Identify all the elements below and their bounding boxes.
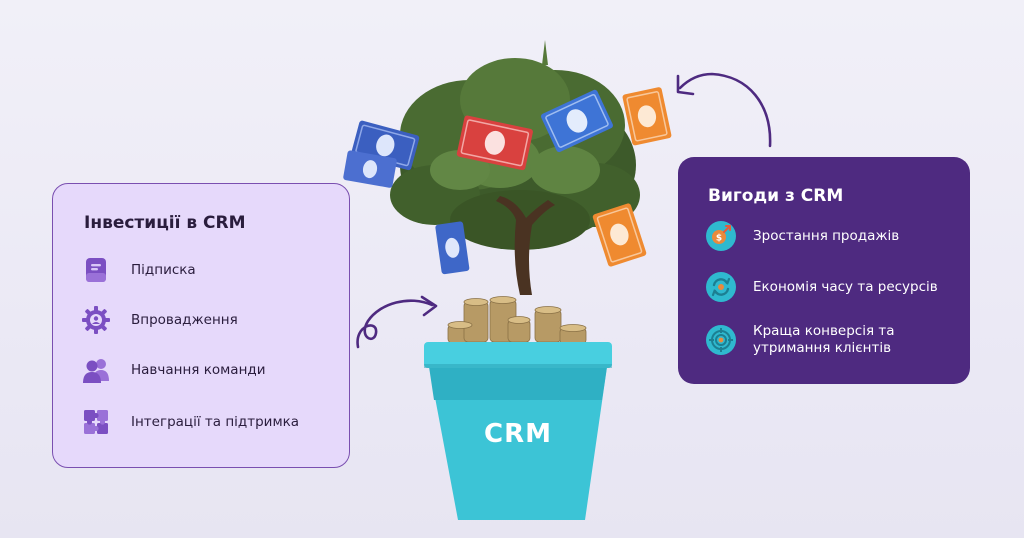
list-item-integrations: Інтеграції та підтримка [81, 406, 299, 438]
svg-text:$: $ [716, 234, 722, 244]
banknote [343, 150, 397, 188]
target-icon [706, 325, 736, 355]
banknote [540, 89, 613, 153]
investments-title: Інвестиції в CRM [84, 213, 246, 233]
money-tree-illustration [343, 40, 672, 520]
list-item-subscription: Підписка [81, 254, 196, 286]
list-item-label: Зростання продажів [753, 227, 900, 244]
cycle-icon [706, 272, 736, 302]
book-icon [81, 255, 111, 285]
list-item-team-training: Навчання команди [81, 354, 266, 386]
list-item-label: Інтеграції та підтримка [131, 414, 300, 430]
puzzle-icon [81, 407, 111, 437]
curly-arrow-left [356, 295, 438, 349]
list-item-label: Підписка [131, 262, 196, 278]
banknote [456, 115, 533, 171]
pot-label: CRM [484, 419, 552, 449]
curved-arrow-right [676, 72, 772, 148]
list-item-sales-growth: $ Зростання продажів [706, 221, 899, 251]
flower-pot [424, 342, 612, 520]
list-item-label-line2: утримання клієнтів [753, 340, 892, 356]
list-item-label: Економія часу та ресурсів [753, 278, 938, 295]
list-item-savings: Економія часу та ресурсів [706, 272, 938, 302]
list-item-label-line1: Краща конверсія та [753, 323, 895, 339]
benefits-title: Вигоди з CRM [708, 186, 844, 206]
list-item-implementation: Впровадження [81, 304, 238, 336]
benefits-card: Вигоди з CRM $ Зростання продажів Економ… [678, 157, 970, 384]
list-item-conversion: Краща конверсія та утримання клієнтів [706, 323, 895, 357]
investments-card: Інвестиції в CRM Підписка [52, 183, 350, 468]
growth-coin-icon: $ [706, 221, 736, 251]
gear-icon [81, 305, 111, 335]
team-icon [81, 355, 111, 385]
banknote [622, 87, 672, 146]
banknote [435, 221, 470, 275]
tree-trunk [496, 196, 555, 295]
list-item-label: Впровадження [131, 312, 238, 328]
list-item-label: Навчання команди [131, 362, 266, 378]
banknote [592, 203, 647, 267]
coin-stacks [447, 296, 587, 345]
